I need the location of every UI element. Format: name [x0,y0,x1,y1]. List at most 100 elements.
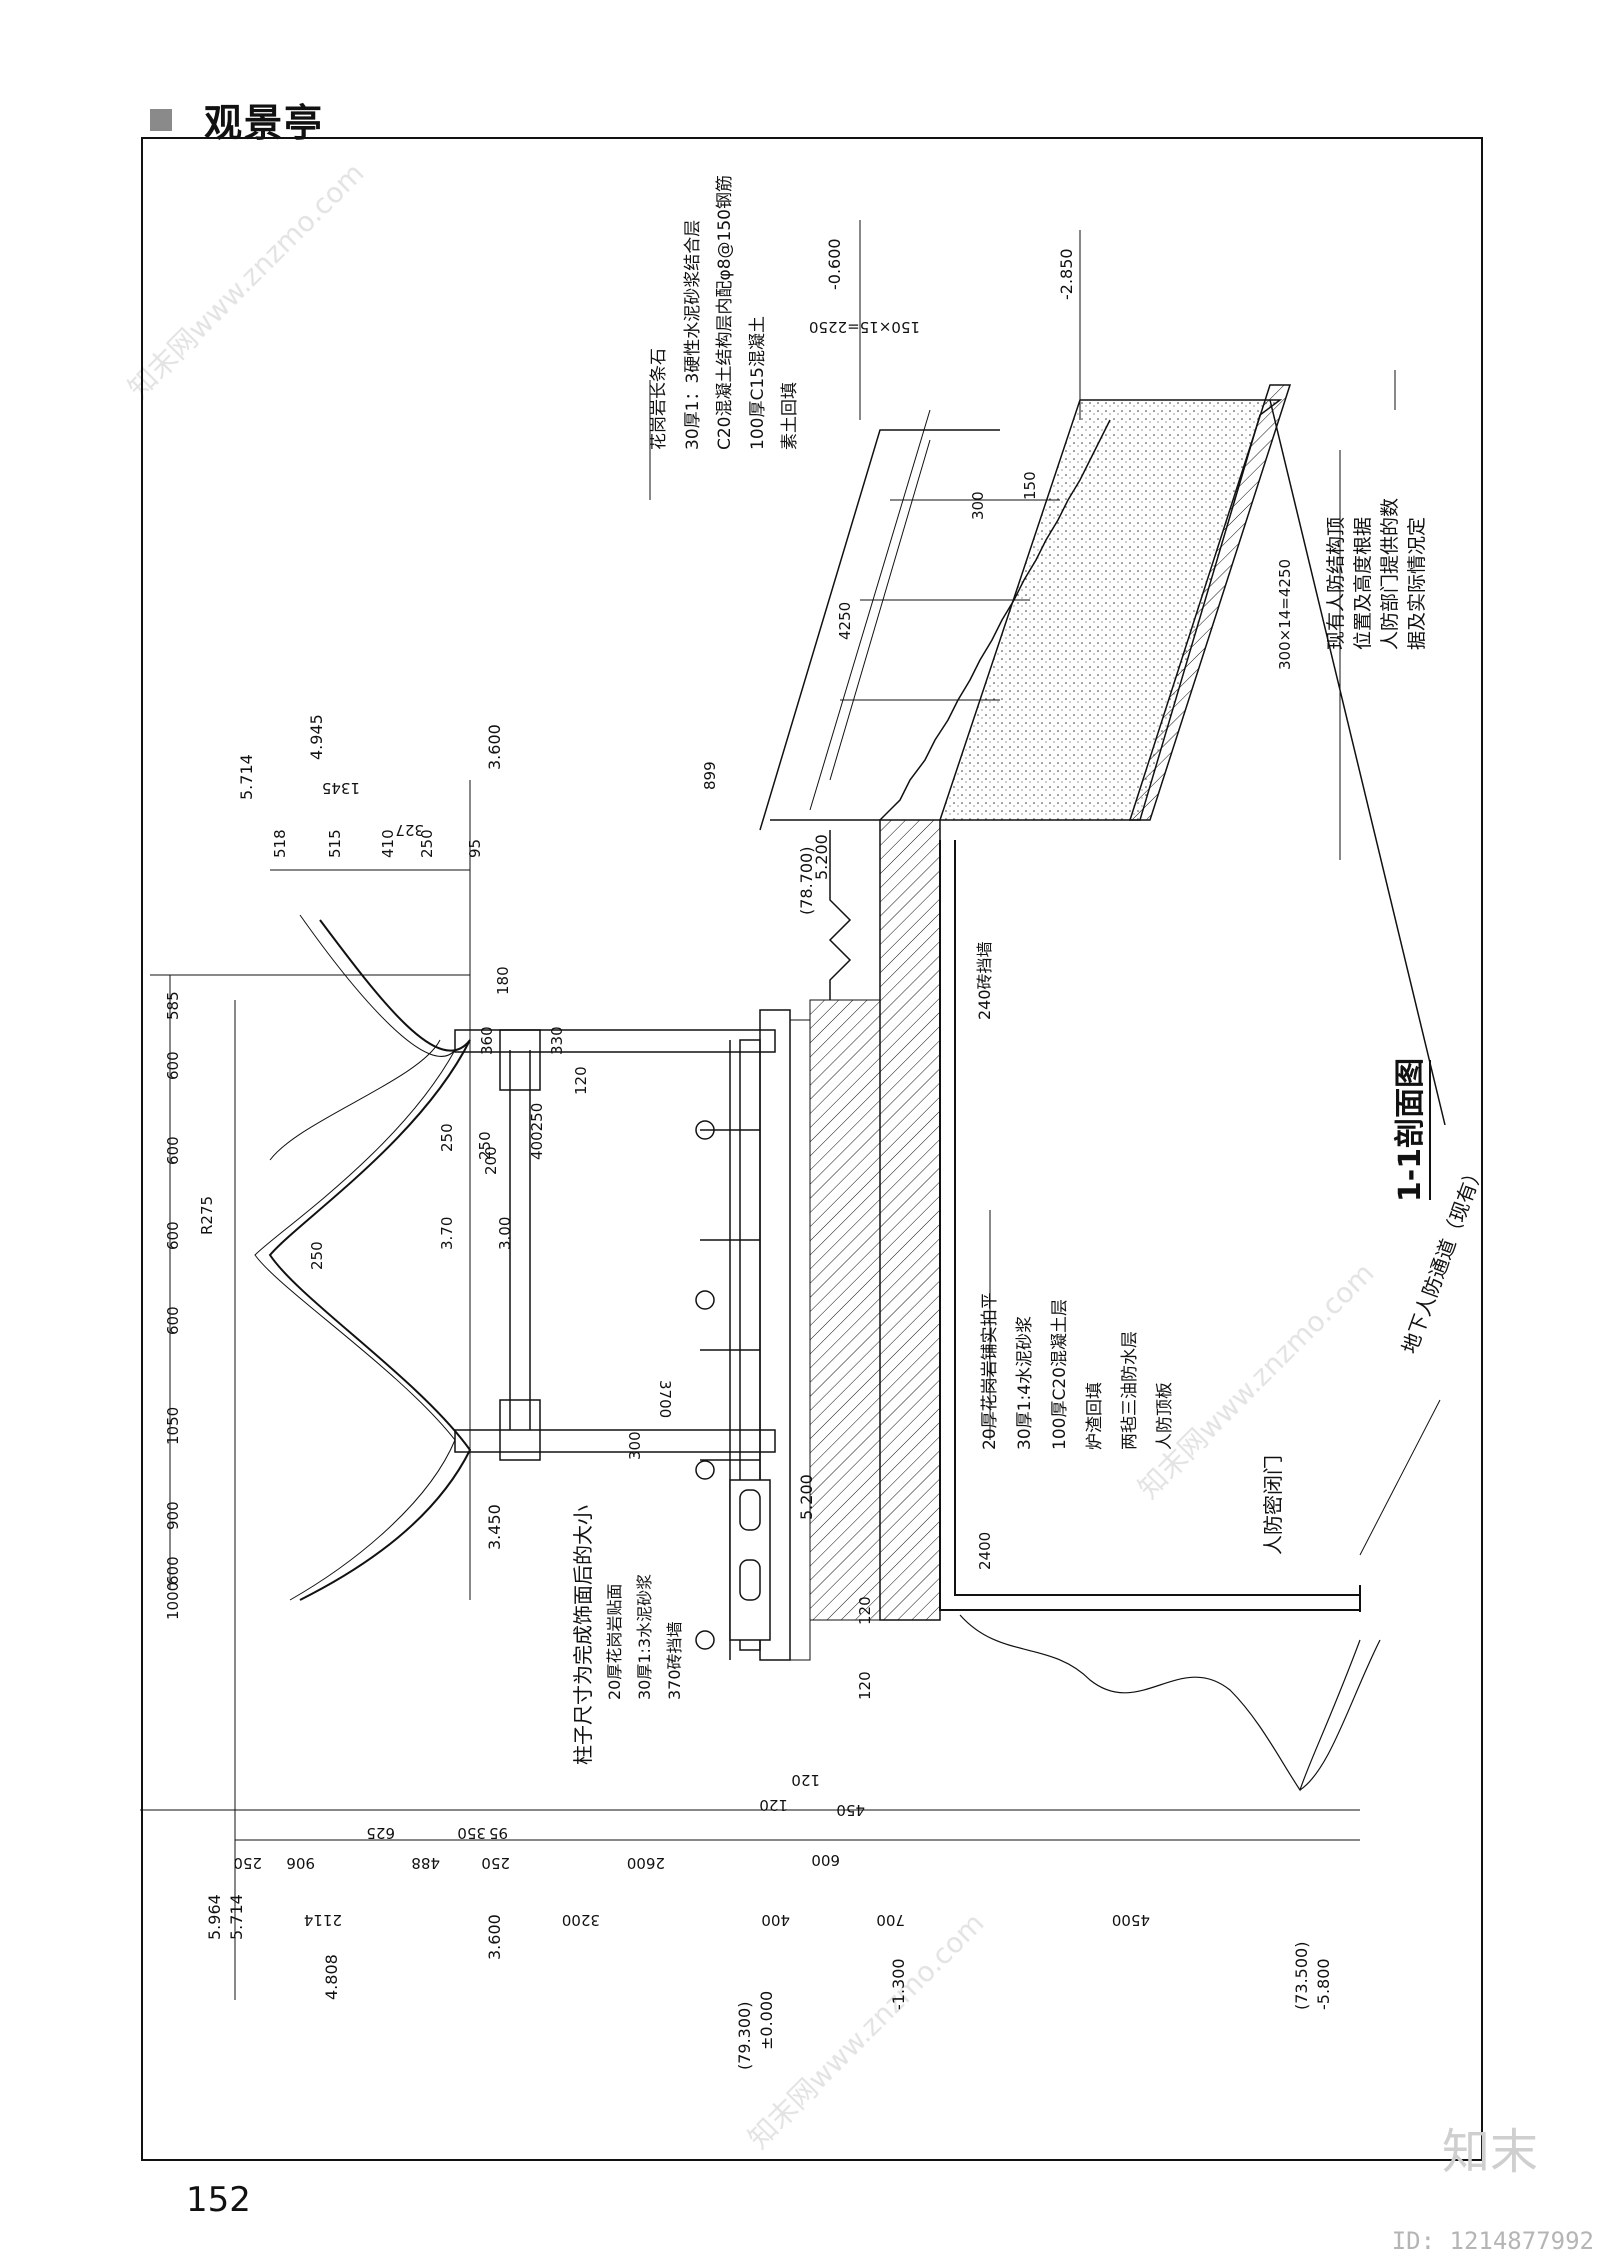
top-right-note-line-1: 现有人防结构顶 [1325,517,1347,650]
roof-layer-4: 100厚C15混凝土 [748,316,768,450]
pavilion-platform [695,1009,791,1661]
elev-5200b: 5.200 [797,1474,816,1520]
dim-bottom1-7: 250 [481,1854,510,1872]
floor-layer-1: 20厚花岗岩铺实拍平 [980,1292,1000,1450]
floor-layer-5: 两毡三油防水层 [1120,1331,1140,1450]
dim-300: 300 [969,491,987,520]
dim-bottom2-2: 3200 [562,1911,600,1929]
dim-300e: 3.00 [496,1217,514,1250]
wall-layers: 20厚花岗岩贴面 30厚1:3水泥砂浆 370砖挡墙 [605,1574,684,1700]
dim-2600: 2600 [627,1854,665,1872]
elev-4808: 4.808 [322,1954,341,2000]
top-right-note-line-3: 人防部门提供的数 [1379,498,1401,650]
dim-left-9: 600 [164,1556,182,1585]
pavilion-roof [254,914,472,1601]
dim-1345: 1345 [322,779,360,797]
dim-120c: 120 [856,1671,874,1700]
elev-3600a: 3.600 [485,724,504,770]
elev-m1300: -1.300 [889,1958,908,2010]
dim-250a: 250 [438,1123,456,1152]
dim-330: 330 [548,1026,566,1055]
dim-120a: 120 [572,1066,590,1095]
dim-stair-height: 300×14=4250 [1276,559,1294,670]
elev-5714b: 5.714 [227,1894,246,1940]
dim-left-4: 600 [164,1221,182,1250]
dim-left-6: 1050 [164,1407,182,1445]
dim-300b: 300 [626,1431,644,1460]
retaining-wall [789,819,941,1661]
roof-layer-3: C20混凝土结构层内配φ8@150钢筋 [715,175,735,450]
page-number: 152 [186,2180,251,2220]
dim-200: 200 [482,1146,500,1175]
dim-250b: 250 [476,1131,494,1160]
elev-m2850: -2.850 [1057,248,1076,300]
dim-bottom2-4: 700 [876,1911,905,1929]
wall-240-label: 240砖挡墙 [975,941,994,1020]
dim-left-7: 900 [164,1501,182,1530]
dim-120e: 120 [759,1796,788,1814]
dim-left-5: 600 [164,1306,182,1335]
dim-r275: R275 [198,1196,216,1235]
roof-layer-1: 花岗岩长条石 [649,348,669,450]
dim-327: 327 [395,821,424,839]
dim-top-1: 518 [271,829,289,858]
elev-3450: 3.450 [485,1504,504,1550]
elev-0000: ±0.000 [757,1991,776,2050]
dim-bottom1-2: 906 [286,1854,315,1872]
elev-79300: (79.300) [735,2002,754,2070]
dim-top-5: 95 [466,839,484,858]
id-label: ID: 1214877992 [1391,2227,1594,2255]
dim-450: 450 [836,1801,865,1819]
roof-layer-2: 30厚1：3硬性水泥砂浆结合层 [683,220,703,450]
dim-120d: 120 [791,1771,820,1789]
dim-bottom1-6: 95 [489,1824,508,1842]
stair-block [759,384,1292,831]
dim-3700: 3700 [656,1380,674,1418]
header-square-icon [150,108,172,131]
elev-m0600: -0.600 [825,238,844,290]
floor-layers: 20厚花岗岩铺实拍平 30厚1:4水泥砂浆 100厚C20混凝土层 炉渣回填 两… [980,1292,1175,1450]
dim-stair-run: 150×15=2250 [809,318,920,336]
wall-layer-3: 370砖挡墙 [665,1621,684,1700]
dim-left-2: 600 [164,1051,182,1080]
dim-180: 180 [494,966,512,995]
dim-left-1: 585 [164,991,182,1020]
drawing-title-group: 1-1剖面图 [1393,1058,1431,1202]
dim-bottom2-5: 4500 [1112,1911,1150,1929]
watermark-3: 知末网www.znzmo.com [742,1906,991,2155]
floor-layer-6: 人防顶板 [1155,1382,1175,1450]
floor-layer-4: 炉渣回填 [1085,1382,1105,1450]
elevation-marks: -0.600 -2.850 4.945 5.714 3.600 5.200 (7… [205,238,1333,2070]
dim-150: 150 [1021,471,1039,500]
floor-layer-2: 30厚1:4水泥砂浆 [1015,1316,1035,1450]
dim-250c: 250 [308,1241,326,1270]
drawing-frame [141,137,1483,2161]
note-protective-door: 人防密闭门 [1261,1455,1285,1555]
top-right-note-line-2: 位置及高度根据 [1352,517,1374,650]
watermark-2: 知末网www.znzmo.com [1132,1256,1381,1505]
dim-360: 360 [478,1026,496,1055]
dim-bottom1-3: 625 [366,1824,395,1842]
elev-73500: (73.500) [1292,1942,1311,2010]
dim-top-4: 250 [418,829,436,858]
dim-bottom1-1: 250 [233,1854,262,1872]
dim-left-3: 600 [164,1136,182,1165]
top-right-note-line-4: 据及实际情况定 [1406,517,1428,650]
elev-3600b: 3.600 [485,1914,504,1960]
pavilion-columns [454,1029,776,1461]
elev-4945: 4.945 [307,714,326,760]
elev-5714a: 5.714 [237,754,256,800]
dim-120b: 120 [856,1596,874,1625]
dimension-lines [140,220,1396,2000]
elev-5964: 5.964 [205,1894,224,1940]
elev-m5800: -5.800 [1314,1958,1333,2010]
dim-top-2: 515 [326,829,344,858]
roof-layers: 花岗岩长条石 30厚1：3硬性水泥砂浆结合层 C20混凝土结构层内配φ8@150… [649,175,800,450]
drawing-title: 1-1剖面图 [1393,1058,1428,1202]
dim-bottom1-4: 488 [411,1854,440,1872]
dim-600: 600 [811,1851,840,1869]
dim-top-3: 410 [379,829,397,858]
dim-2400: 2400 [976,1532,994,1570]
dim-899: 899 [701,761,719,790]
elev-78700: (78.700) [797,847,816,915]
